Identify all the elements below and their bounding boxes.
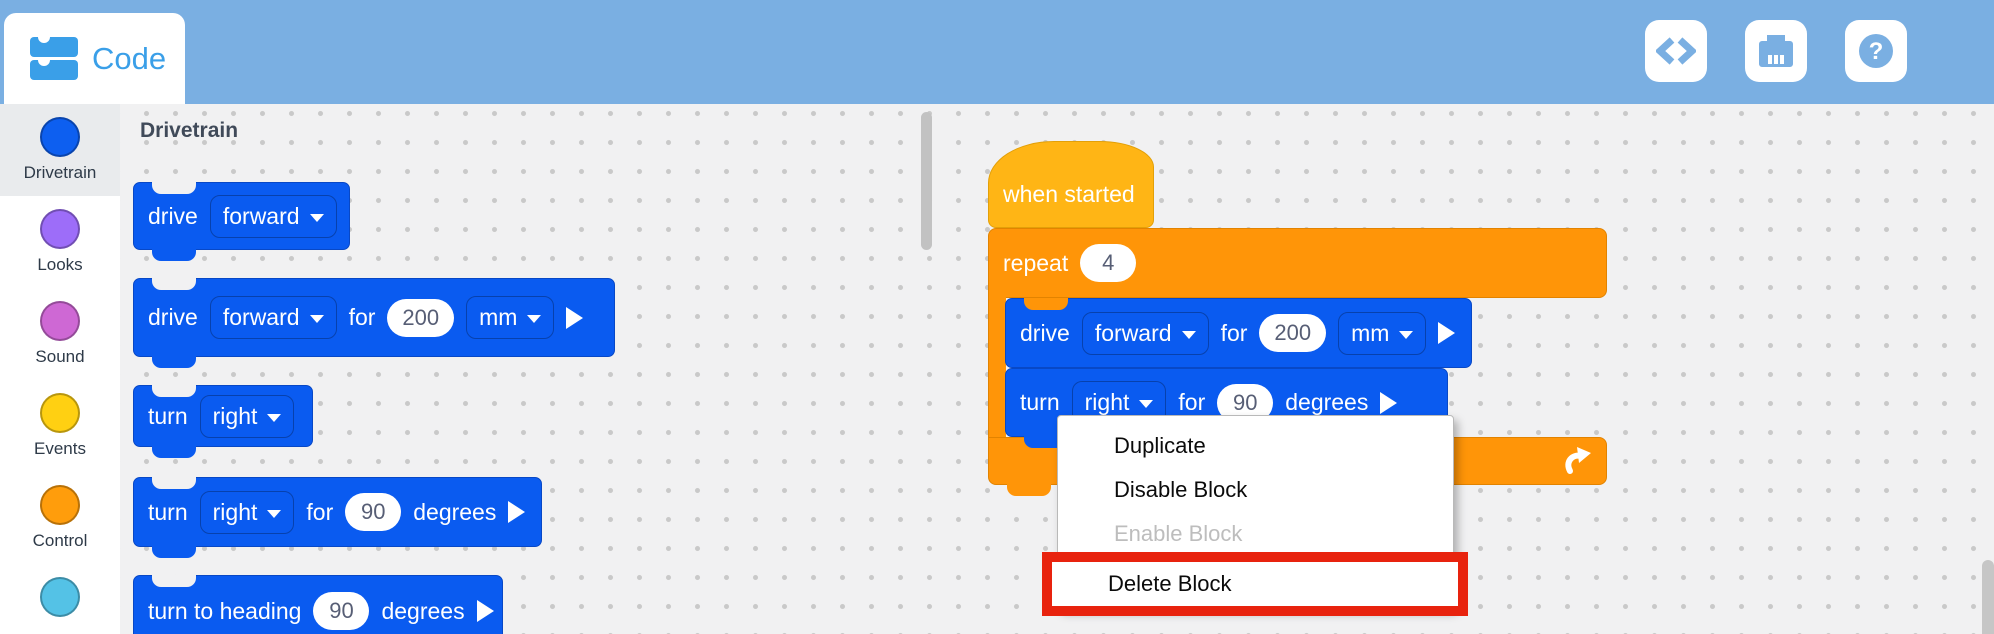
sidebar-item-sound[interactable]: Sound (0, 288, 120, 380)
dropdown-value: forward (222, 202, 300, 229)
blocks-icon (30, 35, 78, 81)
sidebar-item-events[interactable]: Events (0, 380, 120, 472)
palette-block-turn-to-heading[interactable]: turn to heading 90 degrees (133, 575, 503, 634)
brain-device-icon (1756, 32, 1796, 70)
palette-block-turn-for[interactable]: turn right for 90 degrees (133, 477, 542, 558)
sidebar-item-control[interactable]: Control (0, 472, 120, 564)
svg-text:?: ? (1869, 38, 1884, 65)
dropdown-value: forward (222, 304, 300, 330)
block-label: turn to heading (148, 597, 302, 624)
menu-item-disable-block[interactable]: Disable Block (1114, 477, 1248, 502)
block-label: drive (148, 304, 198, 330)
block-label: turn (1020, 389, 1060, 415)
menu-item-enable-block: Enable Block (1114, 521, 1243, 546)
repeat-block-wall[interactable] (988, 297, 1006, 438)
palette-block-turn[interactable]: turn right (133, 385, 313, 458)
block-label: turn (148, 402, 188, 429)
palette-block-drive-for[interactable]: drive forward for 200 mm (133, 278, 615, 368)
hat-label: when started (1003, 181, 1135, 207)
block-label: degrees (1285, 389, 1369, 415)
play-icon[interactable] (1380, 391, 1398, 414)
menu-item-duplicate[interactable]: Duplicate (1114, 433, 1206, 458)
block-label: degrees (381, 597, 465, 624)
play-icon[interactable] (566, 306, 584, 329)
caret-down-icon (527, 315, 542, 323)
dropdown-field[interactable]: mm (1338, 311, 1427, 355)
block-label: for (306, 498, 334, 525)
caret-down-icon (267, 413, 282, 422)
block-label: for (1178, 389, 1206, 415)
category-label: Sound (35, 347, 85, 366)
palette-scrollbar[interactable] (921, 112, 932, 250)
dropdown-value: right (212, 402, 258, 429)
caret-down-icon (267, 509, 282, 518)
sidebar-item-partial[interactable] (0, 564, 120, 634)
category-circle-icon (40, 117, 80, 157)
workspace-block-drive-for[interactable]: drive forward for 200 mm (1005, 298, 1472, 368)
help-icon: ? (1855, 30, 1897, 72)
play-icon[interactable] (508, 501, 526, 523)
caret-down-icon (1399, 330, 1414, 339)
dropdown-value: right (212, 498, 258, 525)
value-input[interactable]: 200 (387, 298, 455, 337)
block-label: drive (148, 202, 198, 229)
block-label: degrees (413, 498, 497, 525)
dropdown-field[interactable]: forward (1081, 311, 1209, 355)
value-input[interactable]: 4 (1080, 244, 1137, 282)
when-started-hat-block[interactable]: when started (988, 141, 1154, 228)
block-label: repeat (1003, 249, 1069, 276)
repeat-loop-icon (1562, 446, 1594, 482)
category-circle-icon (40, 301, 80, 341)
device-button[interactable] (1745, 20, 1807, 82)
dropdown-field[interactable]: forward (209, 296, 337, 339)
caret-down-icon (1181, 330, 1196, 339)
category-circle-icon (40, 577, 80, 617)
dropdown-value: mm (1351, 319, 1390, 346)
category-circle-icon (40, 485, 80, 525)
sidebar-item-drivetrain[interactable]: Drivetrain (0, 104, 120, 196)
dropdown-field[interactable]: mm (466, 296, 555, 339)
caret-down-icon (309, 213, 324, 222)
tab-code[interactable]: Code (4, 13, 185, 104)
block-label: for (1220, 319, 1248, 346)
workspace-scrollbar[interactable] (1982, 560, 1994, 634)
code-brackets-icon (1656, 34, 1696, 68)
category-label: Looks (37, 255, 83, 274)
dropdown-field[interactable]: forward (209, 194, 337, 238)
sidebar-item-looks[interactable]: Looks (0, 196, 120, 288)
category-label: Control (32, 531, 88, 550)
category-label: Drivetrain (23, 163, 97, 182)
caret-down-icon (1139, 400, 1154, 408)
play-icon[interactable] (1438, 322, 1456, 344)
top-bar: Code (0, 0, 1994, 104)
category-label: Events (34, 439, 86, 458)
help-button[interactable]: ? (1845, 20, 1907, 82)
dropdown-field[interactable]: right (199, 490, 295, 534)
block-label: drive (1020, 319, 1070, 346)
category-circle-icon (40, 393, 80, 433)
dropdown-field[interactable]: right (1071, 381, 1167, 424)
dropdown-field[interactable]: right (199, 394, 295, 438)
block-label: for (348, 304, 376, 330)
repeat-block-top[interactable]: repeat 4 (988, 228, 1607, 298)
play-icon[interactable] (476, 600, 494, 622)
dropdown-value: mm (479, 304, 518, 330)
menu-item-delete-block[interactable]: Delete Block (1042, 552, 1468, 616)
dropdown-value: right (1084, 389, 1130, 415)
palette-block-drive[interactable]: drive forward (133, 182, 350, 261)
tab-code-label: Code (92, 40, 167, 76)
caret-down-icon (309, 315, 324, 323)
value-input[interactable]: 90 (345, 493, 402, 531)
palette-title: Drivetrain (140, 119, 239, 142)
value-input[interactable]: 200 (1259, 314, 1327, 352)
code-view-button[interactable] (1645, 20, 1707, 82)
dropdown-value: forward (1094, 319, 1172, 346)
category-circle-icon (40, 209, 80, 249)
block-label: turn (148, 498, 188, 525)
value-input[interactable]: 90 (313, 592, 370, 630)
